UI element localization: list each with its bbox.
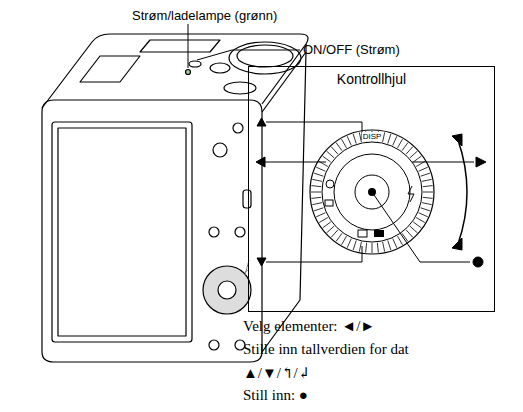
camera-side bbox=[262, 52, 306, 352]
button-label: DISP bbox=[362, 132, 383, 141]
inset-box: Kontrollhjul bbox=[248, 66, 495, 312]
lens-ring bbox=[229, 42, 301, 74]
instruction-text: Still inn: ● bbox=[243, 387, 308, 404]
camera-back bbox=[42, 100, 262, 362]
part-label: Strøm/ladelampe (grønn) bbox=[132, 8, 277, 23]
camera-top bbox=[42, 34, 308, 108]
instruction-text: Stille inn tallverdien for dat bbox=[243, 341, 409, 358]
instruction-text: Velg elementer: ◄/► bbox=[243, 318, 375, 335]
power-button bbox=[189, 61, 201, 67]
power-lamp bbox=[186, 70, 191, 75]
control-wheel-small bbox=[203, 266, 251, 314]
lcd-screen bbox=[52, 122, 192, 342]
instruction-text: ▲/▼/↰/↲ bbox=[243, 364, 310, 382]
inset-heading: Kontrollhjul bbox=[249, 71, 494, 87]
part-label: ON/OFF (Strøm) bbox=[303, 42, 400, 57]
